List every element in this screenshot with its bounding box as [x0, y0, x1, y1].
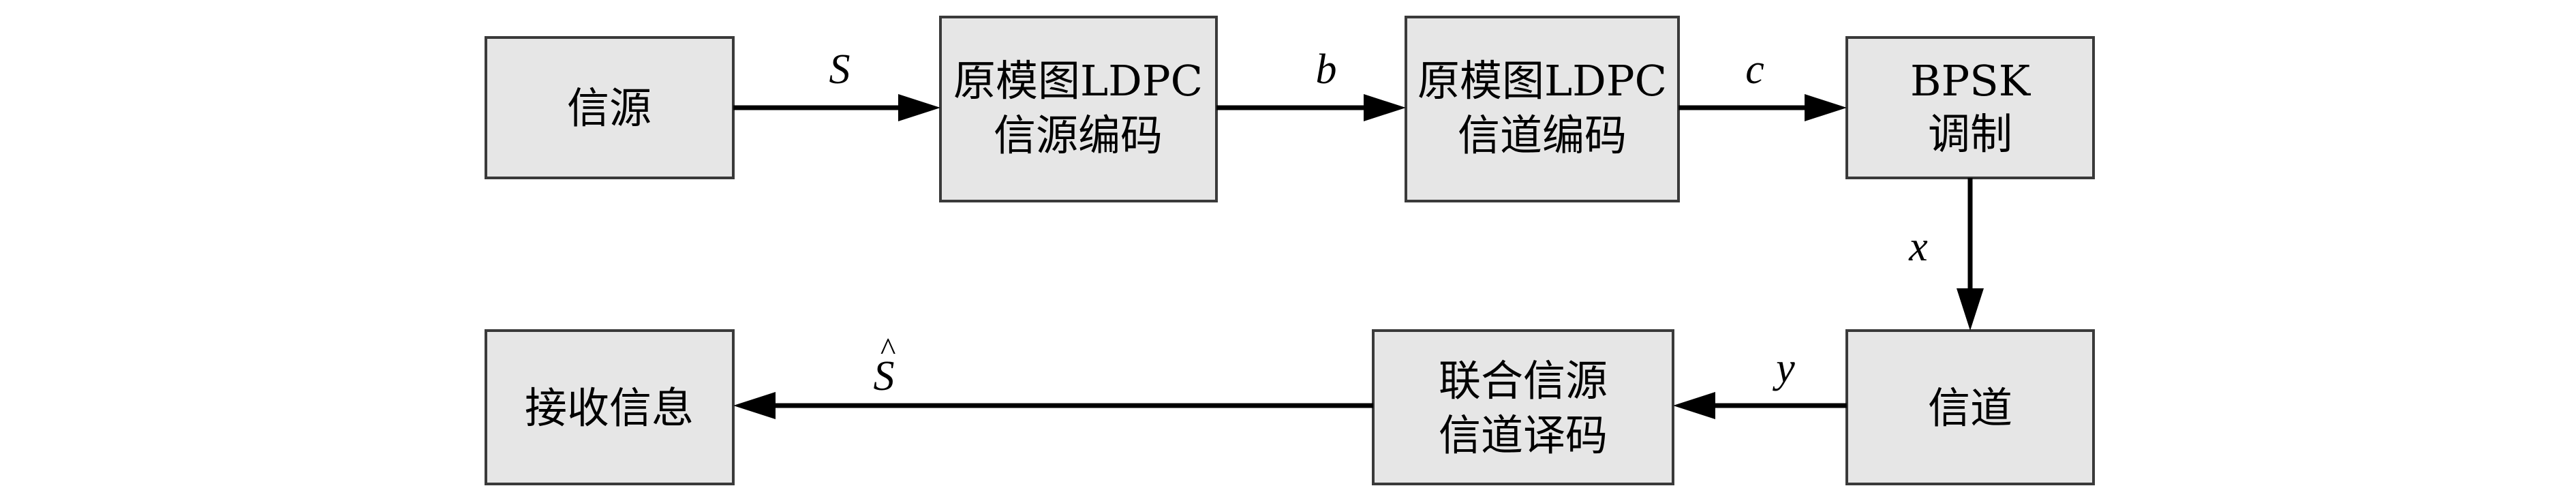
node-channel: 信道	[1845, 329, 2095, 485]
arrowhead-right-icon	[1364, 94, 1406, 121]
edge-channel-encoder-to-bpsk: c	[1678, 46, 1847, 121]
arrowhead-right-icon	[898, 94, 940, 121]
edge-s-label: S	[829, 46, 850, 93]
arrowhead-left-icon	[1673, 392, 1715, 419]
edge-x-label: x	[1908, 224, 1928, 270]
node-sink: 接收信息	[485, 329, 735, 485]
node-joint-decoder-line1: 联合信源	[1439, 356, 1608, 406]
edge-source-to-source-encoder: S	[733, 46, 940, 121]
node-channel-encoder-line1: 原模图LDPC	[1417, 56, 1667, 106]
edge-joint-decoder-to-sink: S ^	[733, 331, 1373, 419]
edge-source-encoder-to-channel-encoder: b	[1216, 46, 1406, 121]
arrowhead-left-icon	[733, 392, 776, 419]
node-sink-label: 接收信息	[525, 383, 694, 433]
node-source-encoder-line2: 信源编码	[994, 110, 1163, 160]
node-channel-encoder: 原模图LDPC 信道编码	[1405, 16, 1680, 202]
edge-b-label: b	[1316, 46, 1337, 93]
node-source: 信源	[485, 36, 735, 179]
node-channel-label: 信道	[1928, 383, 2012, 433]
node-bpsk-line2: 调制	[1928, 109, 2012, 159]
edge-c-label: c	[1745, 46, 1764, 93]
node-bpsk-line1: BPSK	[1910, 56, 2031, 106]
arrowhead-down-icon	[1957, 288, 1984, 331]
node-bpsk: BPSK 调制	[1845, 36, 2095, 179]
edge-bpsk-to-channel: x	[1908, 178, 1984, 331]
node-joint-decoder: 联合信源 信道译码	[1372, 329, 1674, 485]
node-channel-encoder-line2: 信道编码	[1458, 110, 1627, 160]
edge-channel-to-joint-decoder: y	[1673, 345, 1847, 419]
node-source-encoder-line1: 原模图LDPC	[953, 56, 1203, 106]
node-joint-decoder-line2: 信道译码	[1439, 410, 1608, 460]
edge-s-hat-accent: ^	[880, 331, 895, 367]
edge-y-label: y	[1772, 345, 1795, 391]
arrowhead-right-icon	[1805, 94, 1847, 121]
edge-s-hat-label: S	[874, 353, 895, 399]
node-source-encoder: 原模图LDPC 信源编码	[939, 16, 1218, 202]
node-source-label: 信源	[567, 83, 651, 133]
